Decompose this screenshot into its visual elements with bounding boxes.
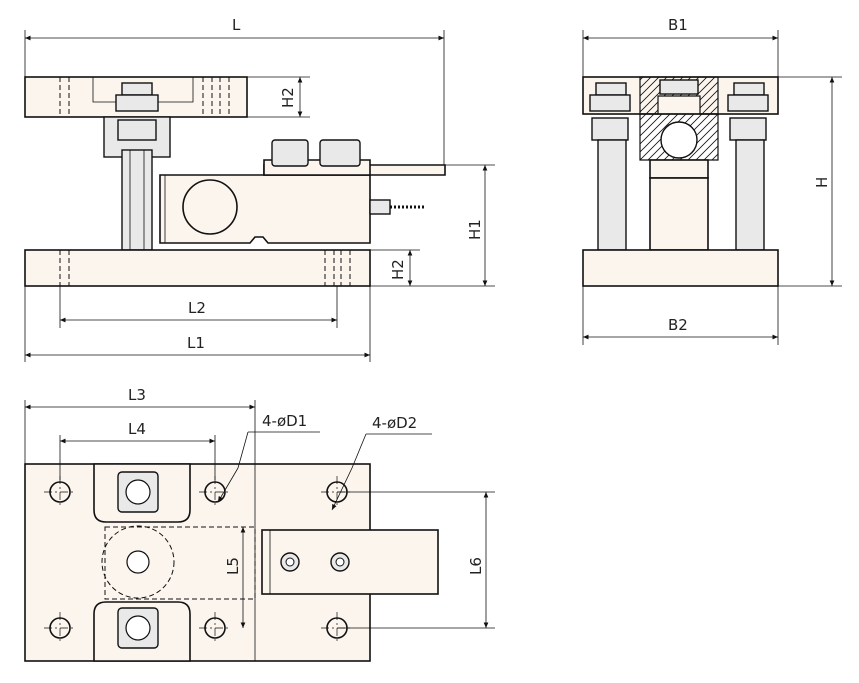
- side-nut-right: [727, 94, 769, 112]
- bolt-head: [121, 82, 153, 96]
- dim-B2: B2: [668, 316, 688, 334]
- side-bolt-head-left: [595, 82, 627, 96]
- label-D1: 4-øD1: [262, 412, 307, 430]
- side-base-plate: [582, 249, 779, 287]
- dim-L: L: [232, 16, 241, 34]
- label-D2: 4-øD2: [372, 414, 417, 432]
- side-nut-center: [659, 79, 699, 95]
- dim-L2: L2: [188, 299, 206, 317]
- side-view: B1 H B2: [582, 16, 842, 345]
- lower-nut: [117, 119, 157, 141]
- side-column-left: [597, 139, 627, 251]
- top-plate-holes: [59, 77, 230, 117]
- side-bolt-head-right: [733, 82, 765, 96]
- dim-H: H: [813, 177, 831, 188]
- dim-L4: L4: [128, 420, 146, 438]
- bearing-ball: [660, 121, 698, 159]
- side-nut-left: [589, 94, 631, 112]
- side-lower-nut-left: [591, 117, 629, 141]
- side-column-right: [735, 139, 765, 251]
- dim-L5: L5: [224, 557, 242, 575]
- base-plate-holes: [59, 250, 351, 286]
- dim-L6: L6: [467, 557, 485, 575]
- cap-screw-2: [319, 139, 361, 167]
- nut: [115, 94, 159, 112]
- support-column: [121, 149, 153, 251]
- dim-H2-top: H2: [279, 87, 297, 108]
- hidden-load-cell: [104, 526, 256, 600]
- dim-H2-bottom: H2: [389, 259, 407, 280]
- bearing-seat: [649, 159, 709, 179]
- dim-H1: H1: [466, 219, 484, 240]
- cable-gland: [369, 199, 391, 215]
- side-lower-nut-right: [729, 117, 767, 141]
- side-load-cell: [649, 177, 709, 251]
- load-cell-hole: [182, 179, 238, 235]
- dim-B1: B1: [668, 16, 688, 34]
- base-plate: [24, 249, 371, 287]
- dim-L1: L1: [187, 334, 205, 352]
- dim-L3: L3: [128, 386, 146, 404]
- top-view: L3 L4 4-øD1 4-øD2 L5 L6: [24, 386, 495, 662]
- cap-screw-1: [271, 139, 309, 167]
- front-view: L H2 H1 H2 L2 L1: [24, 16, 495, 362]
- mounting-holes: [44, 476, 353, 644]
